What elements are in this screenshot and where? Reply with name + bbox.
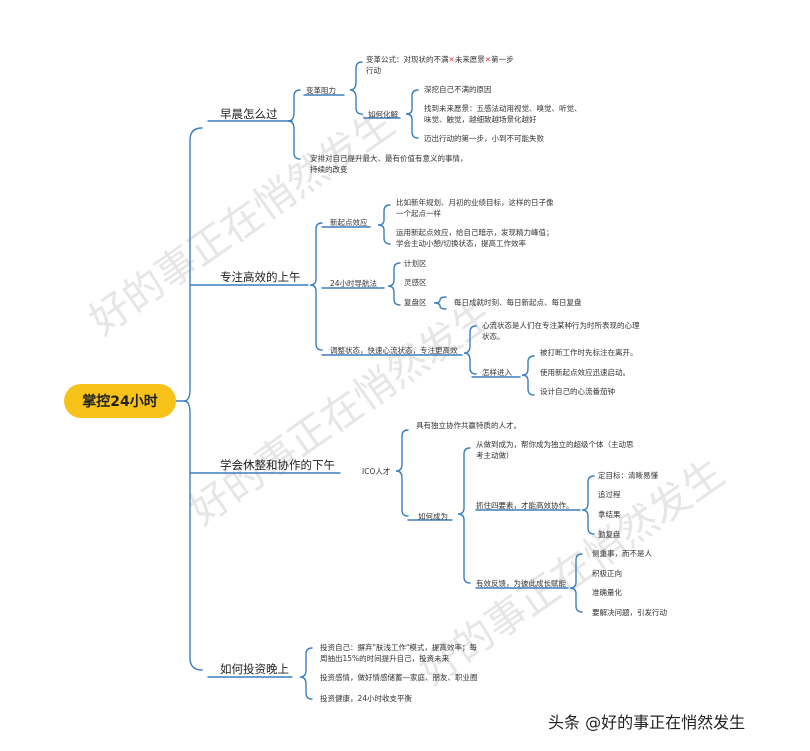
- node-feedback-item[interactable]: 侧重事，而不是人: [592, 549, 652, 558]
- root-node[interactable]: 掌控24小时: [64, 384, 176, 418]
- node-nav-review[interactable]: 复盘区: [404, 298, 427, 307]
- node-four-item[interactable]: 拿结果: [598, 510, 621, 519]
- cross-icon: ✕: [448, 55, 455, 64]
- node-how[interactable]: 如何化解: [368, 110, 398, 119]
- cross-icon: ✕: [484, 55, 492, 64]
- node-feedback-item[interactable]: 积极正向: [592, 569, 622, 578]
- formula-part-d: 行动: [366, 66, 381, 75]
- node-nav-idea[interactable]: 灵感区: [404, 278, 427, 287]
- node-enter-item[interactable]: 被打断工作时先标注在离开。: [540, 348, 638, 357]
- node-how-enter[interactable]: 怎样进入: [482, 368, 512, 377]
- node-four-item[interactable]: 定目标：清晰易懂: [598, 471, 658, 480]
- node-review-detail[interactable]: 每日成就时刻、每日新起点、每日复盘: [454, 298, 582, 307]
- node-nav-plan[interactable]: 计划区: [404, 259, 427, 268]
- node-flow-definition[interactable]: 心流状态是人们在专注某种行为时所表现的心理: [482, 321, 640, 330]
- node-navigation[interactable]: 24小时导航法: [330, 279, 378, 288]
- node-independent-cont: 考主动做）: [476, 451, 514, 460]
- node-ico-definition[interactable]: 具有独立协作共赢特质的人才。: [416, 421, 521, 430]
- node-adjust-state[interactable]: 调整状态，快速心流状态，专注更高效: [330, 346, 458, 355]
- node-invest-emotion[interactable]: 投资感情，做好情感储蓄—家庭、朋友、职业圈: [320, 673, 478, 682]
- node-fresh-item[interactable]: 运用新起点效应，给自己暗示，发现精力峰值；: [396, 228, 554, 237]
- branch-forenoon-title[interactable]: 专注高效的上午: [220, 270, 301, 284]
- branch-afternoon-title[interactable]: 学会休整和协作的下午: [220, 458, 335, 472]
- formula-part-a: 变革公式：对现状的不满: [366, 55, 449, 64]
- formula-part-b: 未来愿景: [454, 55, 485, 64]
- branch-evening-title[interactable]: 如何投资晚上: [220, 662, 289, 676]
- formula-part-c: 第一步: [491, 55, 514, 64]
- node-how-become[interactable]: 如何成为: [418, 512, 448, 521]
- node-four-item[interactable]: 追过程: [598, 490, 621, 499]
- node-feedback[interactable]: 有效反馈，为彼此成长赋能: [476, 579, 566, 588]
- node-feedback-item[interactable]: 准确量化: [592, 588, 622, 597]
- node-fresh-start[interactable]: 新起点效应: [330, 218, 368, 227]
- node-invest-self-cont: 周抽出15%的时间提升自己，投资未来: [320, 654, 450, 663]
- node-feedback-item[interactable]: 要解决问题，引发行动: [592, 608, 667, 617]
- node-formula[interactable]: 变革公式：对现状的不满✕未来愿景✕第一步: [366, 54, 514, 65]
- node-resistance[interactable]: 变革阻力: [306, 86, 336, 95]
- node-how-item[interactable]: 深挖自己不满的原因: [424, 85, 492, 94]
- node-four-item[interactable]: 勤复盘: [598, 530, 621, 539]
- node-fresh-item-cont: 一个起点一样: [396, 209, 441, 218]
- node-invest-self[interactable]: 投资自己：摒弃"肤浅工作"模式，提高效率；每: [320, 643, 477, 652]
- node-how-item[interactable]: 迈出行动的第一步，小到不可能失败: [424, 134, 544, 143]
- node-four-elements[interactable]: 抓住四要素，才能高效协作。: [476, 501, 574, 510]
- node-how-item[interactable]: 找到未来愿景：五感法动用视觉、嗅觉、听觉、: [424, 104, 582, 113]
- node-ico-talent[interactable]: ICO人才: [362, 467, 391, 476]
- node-how-item-cont: 味觉、触觉，越细致越场景化越好: [424, 115, 537, 124]
- node-independent[interactable]: 从做到成为，帮你成为独立的超级个体（主动思: [476, 440, 634, 449]
- node-arrange[interactable]: 安排对自己提升最大、最有价值有意义的事情，: [310, 154, 468, 163]
- node-enter-item[interactable]: 使用新起点效应迅速启动。: [540, 368, 630, 377]
- branch-morning-title[interactable]: 早晨怎么过: [220, 107, 278, 121]
- node-fresh-item-cont: 学会主动小憩/切换状态，提高工作效率: [396, 239, 527, 248]
- node-fresh-item[interactable]: 比如新年规划、月初的业绩目标，这样的日子像: [396, 198, 554, 207]
- node-invest-health[interactable]: 投资健康，24小时收支平衡: [320, 694, 413, 703]
- node-flow-definition-cont: 状态。: [482, 332, 505, 341]
- footer-credit: 头条 @好的事正在悄然发生: [548, 713, 746, 732]
- node-arrange-cont: 持续的改变: [310, 165, 348, 174]
- node-enter-item[interactable]: 设计自己的心流番茄钟: [540, 387, 615, 396]
